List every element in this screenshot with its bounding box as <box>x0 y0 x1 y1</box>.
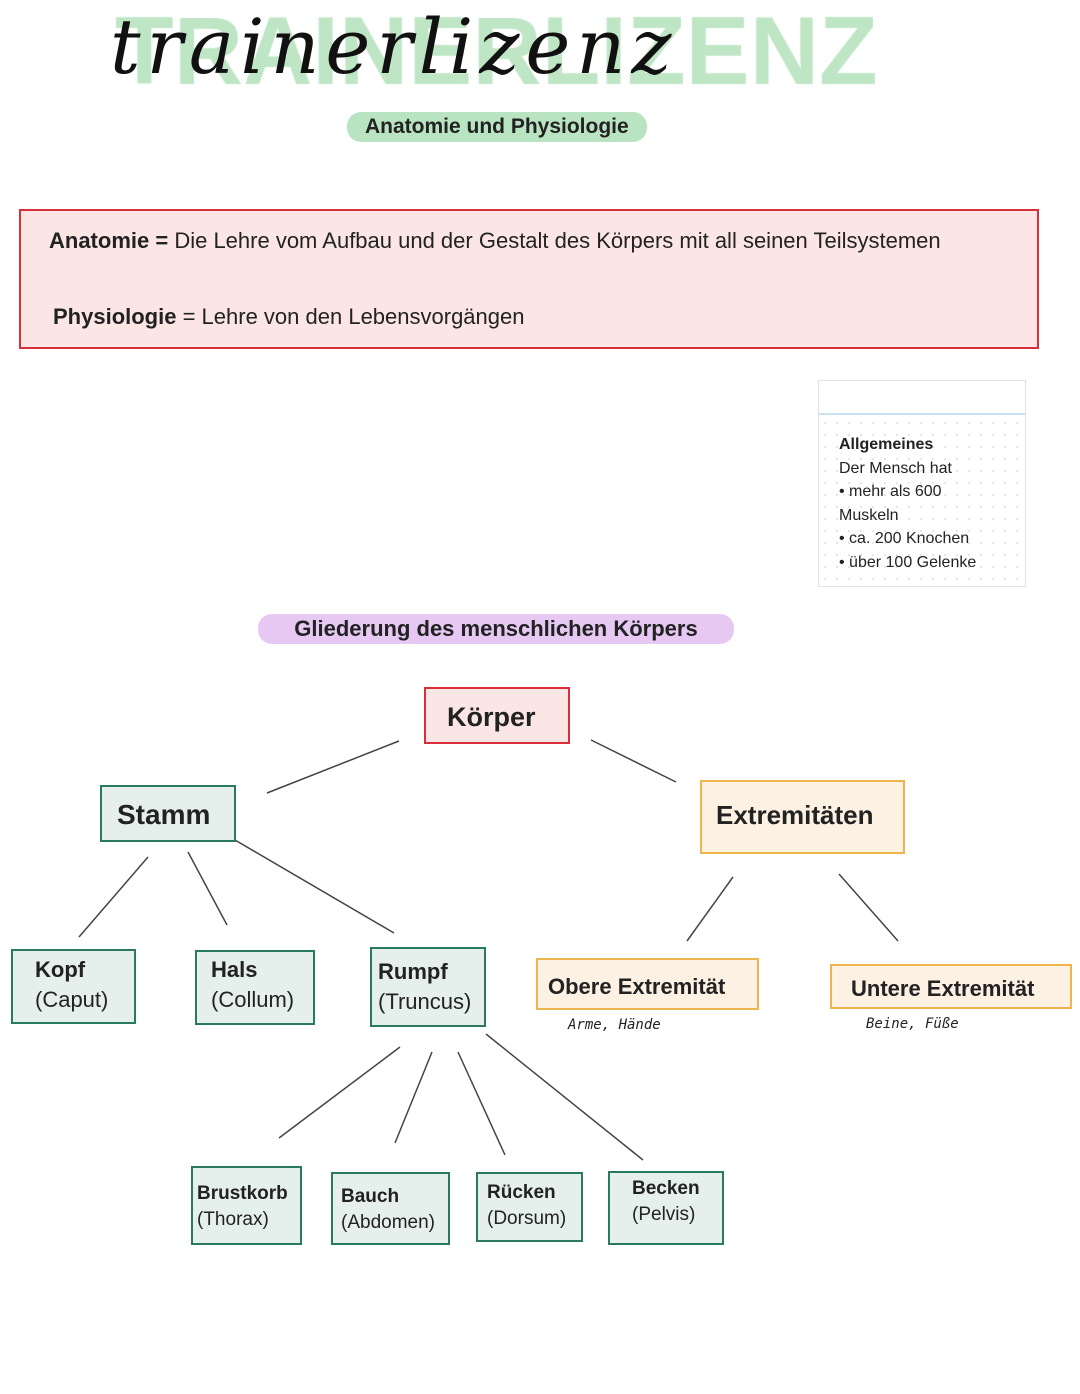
note-line: • über 100 Gelenke <box>839 553 977 571</box>
definition-physiologie: Physiologie = Lehre von den Lebensvorgän… <box>53 303 525 331</box>
note-heading: Allgemeines <box>839 436 934 453</box>
node-stamm: Stamm <box>100 785 236 842</box>
node-name: Kopf <box>35 957 86 982</box>
node-extremitaeten: Extremitäten <box>700 780 905 854</box>
definition-anatomie: Anatomie = Die Lehre vom Aufbau und der … <box>49 227 941 255</box>
node-latin: (Dorsum) <box>487 1207 567 1229</box>
node-latin: (Abdomen) <box>341 1211 435 1233</box>
term: Physiologie <box>53 304 177 329</box>
connector <box>187 851 228 926</box>
note-obere: Arme, Hände <box>568 1017 661 1033</box>
connector <box>590 739 677 783</box>
connector <box>457 1051 506 1156</box>
note-line: Der Mensch hat <box>839 459 952 477</box>
node-name: Becken <box>632 1178 700 1199</box>
node-untere-extremitaet: Untere Extremität <box>830 964 1072 1009</box>
node-latin: (Pelvis) <box>632 1203 696 1225</box>
connector <box>78 856 149 938</box>
note-header-bar <box>819 381 1025 415</box>
node-name: Hals <box>211 957 258 982</box>
subtitle: Anatomie und Physiologie <box>347 112 647 142</box>
node-ruecken: Rücken (Dorsum) <box>476 1172 583 1242</box>
definition-text: = Lehre von den Lebensvorgängen <box>176 304 525 329</box>
connector <box>485 1033 644 1161</box>
connector <box>394 1051 433 1144</box>
node-rumpf: Rumpf (Truncus) <box>370 947 486 1027</box>
node-brustkorb: Brustkorb (Thorax) <box>191 1166 302 1245</box>
definition-text: Die Lehre vom Aufbau und der Gestalt des… <box>168 228 941 253</box>
connector <box>278 1046 401 1139</box>
node-name: Rücken <box>487 1182 556 1203</box>
section-title: Gliederung des menschlichen Körpers <box>258 614 734 644</box>
node-kopf: Kopf (Caput) <box>11 949 136 1024</box>
node-name: Brustkorb <box>197 1183 288 1204</box>
node-name: Rumpf <box>378 959 448 984</box>
node-latin: (Collum) <box>211 986 295 1012</box>
node-latin: (Truncus) <box>378 988 472 1014</box>
title-watermark-logo <box>110 6 920 106</box>
node-bauch: Bauch (Abdomen) <box>331 1172 450 1245</box>
note-line: • ca. 200 Knochen <box>839 530 970 547</box>
connector <box>234 839 395 934</box>
note-line: • mehr als 600 <box>839 483 942 500</box>
connector <box>838 873 899 942</box>
node-hals: Hals (Collum) <box>195 950 315 1025</box>
node-latin: (Thorax) <box>197 1208 269 1230</box>
sticky-note: Allgemeines Der Mensch hat • mehr als 60… <box>818 380 1026 587</box>
connector <box>266 740 400 794</box>
definition-box: Anatomie = Die Lehre vom Aufbau und der … <box>19 209 1039 349</box>
note-untere: Beine, Füße <box>866 1016 959 1032</box>
note-line: Muskeln <box>839 506 899 524</box>
title-script: trainerlizenz <box>110 2 678 91</box>
node-becken: Becken (Pelvis) <box>608 1171 724 1245</box>
node-name: Bauch <box>341 1186 400 1207</box>
node-koerper: Körper <box>424 687 570 744</box>
term: Anatomie = <box>49 228 169 253</box>
connector <box>686 876 734 942</box>
node-obere-extremitaet: Obere Extremität <box>536 958 759 1010</box>
node-latin: (Caput) <box>35 986 109 1012</box>
